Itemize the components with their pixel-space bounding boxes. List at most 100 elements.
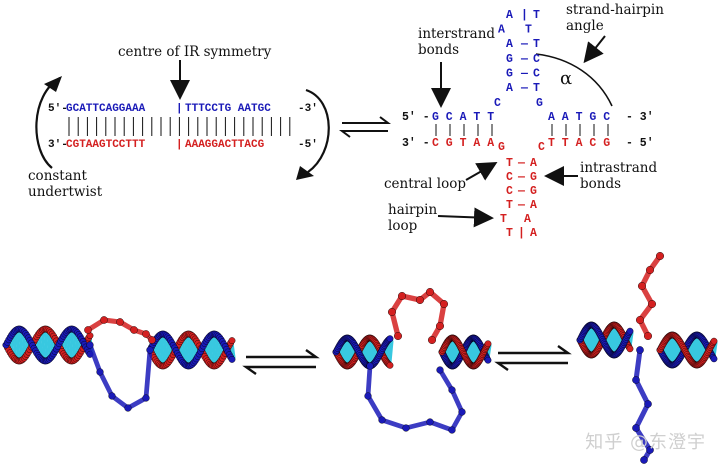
base-stick (692, 337, 698, 363)
backbone-atom (638, 282, 647, 291)
hairpin-base: C (506, 171, 513, 184)
hairpin-label-2: loop (388, 218, 417, 234)
right-twist-arrowhead (296, 166, 314, 180)
backbone-atom (86, 341, 94, 349)
hairpin-base: — (520, 82, 528, 95)
hairpin-base: C (506, 185, 513, 198)
base-stick (610, 327, 616, 353)
backbone-atom (386, 335, 394, 343)
hairpin-base: T (533, 38, 540, 51)
backbone-atom (388, 308, 397, 317)
backbone-atom (108, 392, 116, 400)
angle-label-1: strand-hairpin (566, 2, 664, 18)
molecule-cruciform-render (576, 251, 718, 464)
cruciform: interstrand bonds strand-hairpin angle α… (384, 2, 664, 240)
base-stick (162, 335, 168, 365)
left-top-seq: G C A T T (432, 111, 494, 124)
backbone-atom (426, 288, 435, 297)
base-stick (40, 331, 46, 359)
angle-label-2: angle (566, 18, 604, 34)
base-stick (366, 339, 372, 365)
equilibrium-arrow-top (339, 116, 391, 138)
base-stick (694, 336, 700, 364)
left-twist-arc (35, 77, 61, 169)
base-stick (671, 336, 677, 364)
base-stick (345, 339, 351, 365)
backbone-atom (648, 300, 657, 309)
backbone-atom (632, 424, 640, 432)
backbone-atom (448, 386, 456, 394)
hairpin-base: A (530, 227, 537, 240)
base-stick (341, 341, 347, 363)
backbone-atom (228, 356, 236, 363)
backbone-atom (378, 416, 386, 424)
left-arm-rungs (435, 124, 493, 136)
interstrand-label-1: interstrand (418, 26, 495, 42)
bot-strand-left: CGTAAGTCCTTT (66, 139, 146, 151)
backbone-atom (142, 394, 150, 402)
backbone-atom (130, 326, 138, 334)
hairpin-base: G (530, 171, 537, 184)
base-stick (159, 336, 165, 364)
backbone-atom (626, 345, 634, 353)
base-stick (66, 332, 72, 358)
hairpin-base: A (506, 82, 513, 95)
left-bot-seq: C G T A A (432, 137, 494, 150)
hairpin-base: — (517, 171, 525, 184)
undertwist-label-1: constant (28, 168, 87, 184)
backbone-atom (84, 326, 92, 334)
base-stick (214, 335, 220, 365)
base-stick (365, 340, 371, 364)
linear-duplex: centre of IR symmetry 5'- GCATTCAGGAAA |… (28, 44, 330, 200)
base-stick (672, 336, 678, 364)
base-stick (608, 328, 614, 352)
bot-strand-bar: | (176, 139, 183, 151)
base-stick (343, 339, 349, 365)
hairpin-base: T (506, 199, 513, 212)
hairpin-base: T (533, 9, 540, 22)
base-stick (613, 326, 619, 354)
backbone-atom (146, 346, 154, 354)
backbone-atom (96, 368, 104, 376)
alpha-symbol: α (560, 68, 572, 89)
backbone-atom (116, 318, 124, 326)
hairpin-base: G (506, 67, 513, 80)
lower-stem-end-right: C (538, 141, 545, 154)
base-stick (184, 336, 190, 364)
hairpin-base: C (533, 67, 540, 80)
top-5prime: 5'- (48, 103, 68, 115)
undertwist-label-2: undertwist (28, 184, 103, 200)
interstrand-label-2: bonds (418, 42, 459, 58)
base-stick (181, 338, 187, 362)
lower-stem-end-left: G (498, 141, 505, 154)
backbone-atom (646, 266, 655, 275)
backbone-atom (632, 376, 640, 384)
central-loop-label: central loop (384, 176, 466, 192)
hairpin-base: T (500, 213, 507, 226)
base-stick (669, 336, 675, 364)
base-stick (46, 331, 52, 359)
top-strand-bar: | (176, 103, 183, 115)
base-stick (12, 332, 18, 358)
right-top-seq: A A T G C (548, 111, 610, 124)
top-3prime: -3' (298, 103, 318, 115)
hairpin-base: — (520, 38, 528, 51)
base-stick (186, 335, 192, 365)
base-stick (18, 330, 24, 360)
centre-symmetry-label: centre of IR symmetry (118, 44, 272, 60)
base-stick (43, 330, 49, 360)
backbone-atom (394, 332, 403, 341)
base-stick (38, 333, 44, 357)
watermark: 知乎 @东澄宇 (585, 432, 706, 453)
backbone-atom (646, 446, 654, 454)
backbone-atom (428, 336, 437, 345)
base-stick (696, 336, 702, 364)
backbone-atom (426, 418, 434, 426)
base-stick (189, 336, 195, 364)
base-stick (386, 341, 392, 363)
backbone-atom (484, 340, 492, 348)
hairpin-arrow (437, 207, 494, 228)
hairpin-base: T (525, 24, 532, 37)
